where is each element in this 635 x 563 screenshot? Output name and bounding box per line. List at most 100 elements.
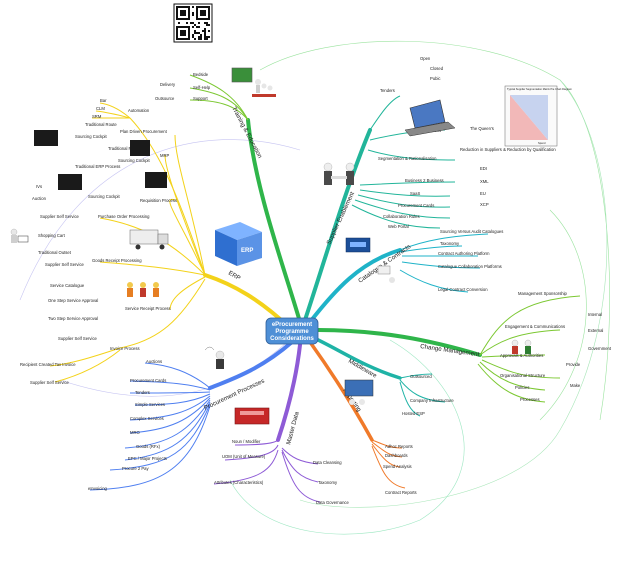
proc-tenders[interactable]: Tenders — [135, 390, 150, 395]
mrp-cockpit[interactable]: Sourcing Cockpit — [118, 158, 150, 163]
relationship-lines — [19, 40, 610, 535]
proc-epc[interactable]: EPC / Major Projects — [128, 456, 167, 461]
training-bedside[interactable]: Bedside — [193, 72, 209, 77]
change-approvals[interactable]: Approvals & Authorities — [500, 353, 543, 358]
catalogue-collab[interactable]: Catalogue Collaboration Platforms — [438, 264, 502, 269]
master-uom[interactable]: UOM (Unit of Measure) — [222, 454, 266, 459]
erp-goods[interactable]: Goods Receipt Processing — [92, 258, 142, 263]
proc-simple[interactable]: Simple Services — [135, 402, 165, 407]
goods-selfservice[interactable]: Supplier Self Service — [45, 262, 85, 267]
reporting-contract[interactable]: Contract Reports — [385, 490, 417, 495]
po-selfservice[interactable]: Supplier Self Service — [40, 214, 80, 219]
erp-req[interactable]: Requisition Process — [140, 198, 177, 203]
plan-traditional[interactable]: Traditional Route — [85, 122, 117, 127]
automation-bar[interactable]: Bar — [100, 98, 107, 103]
supplier-saas[interactable]: SaaS — [410, 191, 420, 196]
proc-goods[interactable]: Goods (RFx) — [136, 444, 161, 449]
engage-government[interactable]: Government — [588, 346, 612, 351]
change-sponsorship[interactable]: Management Sponsorship — [518, 291, 568, 296]
erp-plan[interactable]: Plan Driven Procurement — [120, 129, 168, 134]
catalogue-contract[interactable]: Contract Authoring Platform — [438, 251, 490, 256]
change-policies[interactable]: Policies — [515, 385, 529, 390]
middleware-outsourced[interactable]: Outsourced — [410, 374, 432, 379]
training-delivery[interactable]: Delivery — [160, 82, 176, 87]
erp-po[interactable]: Purchase Order Processing — [98, 214, 150, 219]
reporting-dashboards[interactable]: Dashboards — [385, 453, 408, 458]
req-traditional[interactable]: Traditional ERP Process — [75, 164, 120, 169]
req-auction[interactable]: Auction — [32, 196, 47, 201]
supplier-webportal[interactable]: Web Portal — [388, 224, 409, 229]
supplier-queens[interactable]: The Queen's — [470, 126, 494, 131]
supplier-b2b[interactable]: Business 2 Business — [405, 178, 444, 183]
po-shopping[interactable]: Shopping Cart — [38, 233, 66, 238]
sub-branches — [49, 74, 581, 503]
automation-srm[interactable]: SRM — [92, 114, 102, 119]
proc-mro[interactable]: MRO — [130, 430, 141, 435]
change-engagement[interactable]: Engagement & Communications — [505, 324, 565, 329]
b2b-xml[interactable]: XML — [480, 179, 489, 184]
branch-procurement[interactable]: Procurement Processes — [203, 378, 266, 412]
invoice-selfservice[interactable]: Supplier Self Service — [30, 380, 70, 385]
supplier-reduction[interactable]: Reduction in Suppliers & Reduction by Qu… — [460, 147, 556, 152]
middleware-hosted[interactable]: Hosted ESP — [402, 411, 425, 416]
reporting-children: Adhoc Reports Dashboards Spend Analysis … — [383, 444, 417, 495]
change-processes[interactable]: Processes — [520, 397, 540, 402]
master-attributes[interactable]: Attributes (Characteristics) — [214, 480, 264, 485]
invoice-rcti[interactable]: Recipient Created Tax Invoice — [20, 362, 76, 367]
plan-cockpit[interactable]: Sourcing Cockpit — [75, 134, 107, 139]
catalogue-legal[interactable]: Legal Contract Conversion — [438, 287, 488, 292]
erp-service[interactable]: Service Receipt Process — [125, 306, 171, 311]
proc-auctions[interactable]: Auctions — [146, 359, 162, 364]
supplier-tenders[interactable]: Tenders — [380, 88, 395, 93]
po-traditional[interactable]: Traditional Outset — [38, 250, 72, 255]
service-onestep[interactable]: One Step Service Approval — [48, 298, 98, 303]
service-selfservice[interactable]: Supplier Self Service — [58, 336, 98, 341]
supplier-collab[interactable]: Collaboration Rules — [383, 214, 420, 219]
master-governance[interactable]: Data Governance — [316, 500, 349, 505]
master-noun[interactable]: Noun / Modifier — [232, 439, 261, 444]
change-org[interactable]: Organisational Structure — [500, 373, 546, 378]
catalogue-sourcing[interactable]: Sourcing Versus Audit Catalogues — [440, 229, 503, 234]
reporting-spend[interactable]: Spend Analysis — [383, 464, 412, 469]
erp-invoice[interactable]: Invoice Process — [110, 346, 140, 351]
catalogue-children: Sourcing Versus Audit Catalogues Taxonom… — [438, 229, 503, 292]
chart-axis-label: Spend — [538, 141, 546, 145]
tender-open[interactable]: Open — [420, 56, 431, 61]
master-cleansing[interactable]: Data Cleansing — [313, 460, 342, 465]
tender-closed[interactable]: Closed — [430, 66, 444, 71]
training-selfhelp[interactable]: Self-Help — [193, 85, 211, 90]
branch-erp[interactable]: ERP — [227, 270, 242, 282]
req-cockpit[interactable]: Sourcing Cockpit — [88, 194, 120, 199]
engage-internal[interactable]: Internal — [588, 312, 602, 317]
b2b-edi[interactable]: EDI — [480, 166, 487, 171]
proc-pcards[interactable]: Procurement Cards — [130, 378, 166, 383]
proc-complex[interactable]: Complex Services — [130, 416, 164, 421]
training-support[interactable]: Support — [193, 96, 209, 101]
b2b-xcp[interactable]: XCP — [480, 202, 489, 207]
mrp-traditional[interactable]: Traditional Route — [108, 146, 140, 151]
tender-pubic[interactable]: Pubic — [430, 76, 440, 81]
erp-automation[interactable]: Automation — [128, 108, 150, 113]
automation-clm[interactable]: CLM — [96, 106, 105, 111]
branch-supplier[interactable]: Supplier Enablement — [325, 191, 356, 246]
engage-external[interactable]: External — [588, 328, 603, 333]
supplier-pcards[interactable]: Procurement Cards — [398, 203, 434, 208]
branch-training[interactable]: Training & Education — [230, 106, 263, 160]
org-make[interactable]: Make — [570, 383, 581, 388]
proc-p2p[interactable]: Procure 2 Pay — [122, 466, 149, 471]
b2b-eu[interactable]: EU — [480, 191, 486, 196]
supplier-segmentation[interactable]: Segmentation & Rationalisation — [378, 156, 437, 161]
master-taxonomy[interactable]: Taxonomy — [318, 480, 338, 485]
truck-illustration — [129, 229, 169, 250]
reporting-adhoc[interactable]: Adhoc Reports — [385, 444, 413, 449]
central-topic[interactable]: eProcurement Programme Considerations — [265, 317, 319, 345]
catalogue-taxonomy[interactable]: Taxonomy — [440, 241, 460, 246]
service-catalogue[interactable]: Service Catalogue — [50, 283, 85, 288]
proc-einvoicing[interactable]: eInvoicing — [88, 486, 108, 491]
org-provide[interactable]: Provide — [566, 362, 581, 367]
erp-mrp[interactable]: MRP — [160, 153, 170, 158]
training-outsource[interactable]: Outsource — [155, 96, 175, 101]
service-twostep[interactable]: Two Step Service Approval — [48, 316, 98, 321]
req-ivs[interactable]: IVs — [36, 184, 42, 189]
middleware-company[interactable]: Company Infrastructure — [410, 398, 454, 403]
